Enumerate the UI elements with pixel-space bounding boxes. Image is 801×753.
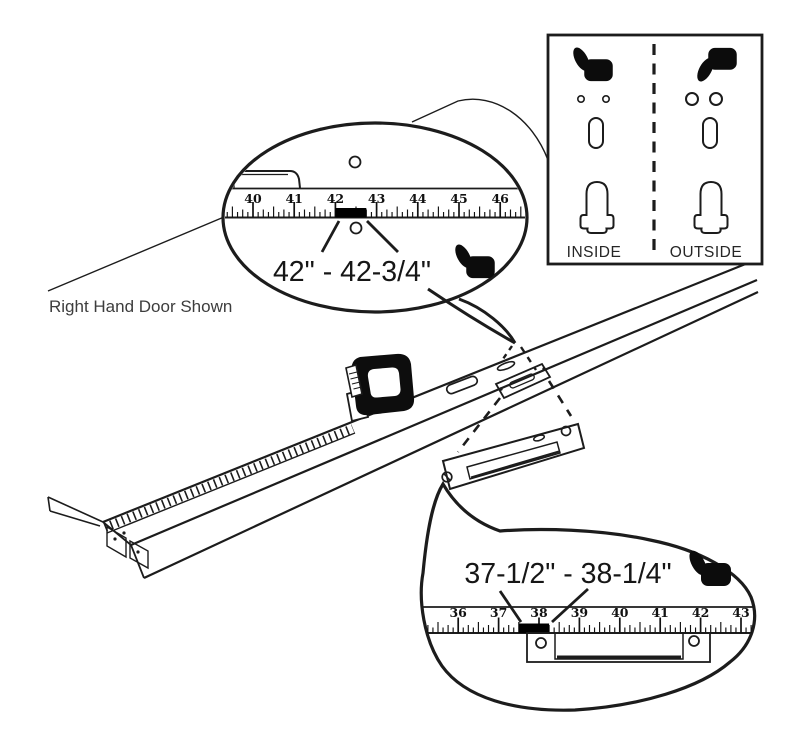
ruler-number: 42 bbox=[327, 191, 344, 206]
measurement-highlight bbox=[518, 623, 550, 633]
ruler-number: 39 bbox=[571, 605, 588, 620]
ruler-number: 43 bbox=[368, 191, 385, 206]
bracket-screw bbox=[441, 471, 453, 483]
ruler-number: 44 bbox=[409, 191, 427, 206]
rail-leader-line bbox=[47, 216, 225, 292]
bracket-plan-view bbox=[526, 632, 711, 663]
ruler-number: 41 bbox=[285, 191, 302, 206]
inside-outside-panel: INSIDE OUTSIDE bbox=[546, 33, 764, 266]
ruler-ticks bbox=[226, 202, 522, 218]
ruler-number: 40 bbox=[244, 191, 262, 206]
leader-left bbox=[498, 590, 523, 623]
magnified-hole-top bbox=[348, 155, 362, 169]
rail-back-top-edge bbox=[102, 261, 749, 524]
magnified-hole-bottom bbox=[349, 221, 363, 235]
exploded-bracket bbox=[441, 345, 586, 491]
ruler-number: 43 bbox=[732, 605, 749, 620]
rail-end-cap bbox=[102, 521, 149, 579]
bubble-outline bbox=[419, 480, 757, 712]
bubble-tail bbox=[427, 287, 516, 345]
ruler-number: 41 bbox=[651, 605, 668, 620]
inside-column: INSIDE bbox=[567, 45, 622, 261]
ruler-number: 36 bbox=[449, 605, 467, 620]
rail-front-bottom-edge bbox=[143, 291, 759, 579]
ruler-number: 42 bbox=[692, 605, 709, 620]
leader-left bbox=[320, 220, 341, 253]
tape-measure bbox=[345, 353, 415, 423]
ruler-number: 37 bbox=[490, 605, 507, 620]
inside-label: INSIDE bbox=[567, 244, 622, 261]
ruler-number: 38 bbox=[530, 605, 548, 620]
bottom-measurement-label: 37-1/2" - 38-1/4" bbox=[464, 558, 671, 590]
outside-column: OUTSIDE bbox=[670, 47, 742, 261]
outside-label: OUTSIDE bbox=[670, 244, 742, 261]
top-callout-bubble: 40 41 42 43 44 45 46 42" - 42-3/4" bbox=[221, 98, 549, 345]
top-ruler: 40 41 42 43 44 45 46 bbox=[225, 170, 525, 219]
bracket-screw-hole bbox=[560, 425, 572, 437]
ruler-number: 40 bbox=[611, 605, 629, 620]
door-edge-strip bbox=[47, 496, 104, 527]
tape-strip bbox=[103, 424, 356, 534]
rail-oval-hole bbox=[496, 360, 516, 372]
small-hole bbox=[601, 95, 610, 104]
bottom-callout-bubble: 36 37 38 39 40 41 42 43 37-1/2" - 38-1/4" bbox=[419, 480, 757, 712]
door-hand-label: Right Hand Door Shown bbox=[49, 297, 232, 316]
rail-slot bbox=[445, 375, 479, 395]
large-hole bbox=[709, 92, 723, 106]
top-measurement-label: 42" - 42-3/4" bbox=[273, 256, 431, 288]
large-hole bbox=[685, 92, 699, 106]
ruler-number: 46 bbox=[491, 191, 509, 206]
rail-front-top-edge bbox=[130, 278, 758, 547]
leader-right bbox=[366, 220, 399, 253]
small-hole bbox=[576, 95, 585, 104]
door-rail bbox=[47, 216, 759, 579]
inset-connector-line bbox=[411, 98, 549, 161]
ruler-number: 45 bbox=[450, 191, 467, 206]
leader-right bbox=[551, 587, 589, 624]
mounted-bracket bbox=[494, 362, 552, 400]
measurement-highlight bbox=[335, 208, 367, 218]
